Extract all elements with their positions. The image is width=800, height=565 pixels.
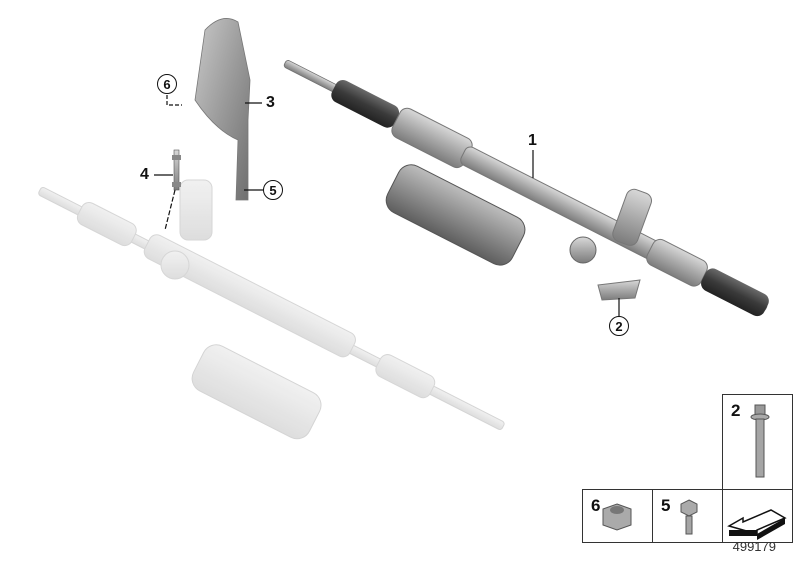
hex-bolt-icon xyxy=(680,499,698,535)
callout-6[interactable]: 6 xyxy=(157,74,177,94)
callout-5[interactable]: 5 xyxy=(263,180,283,200)
legend-label: 5 xyxy=(661,496,671,515)
callout-1[interactable]: 1 xyxy=(528,132,537,149)
steering-gear-artwork xyxy=(283,60,769,317)
legend-cell-bolt-2[interactable]: 2 xyxy=(722,394,793,490)
legend-cell-nut-6[interactable]: 6 xyxy=(582,489,653,543)
heat-shield-artwork xyxy=(194,18,251,201)
legend-cell-bolt-5[interactable]: 5 xyxy=(652,489,723,543)
ghost-steering-rack xyxy=(38,179,505,440)
callout-2[interactable]: 2 xyxy=(609,316,629,336)
hex-nut-icon xyxy=(602,503,632,531)
leader-lines xyxy=(154,95,620,318)
bolt-icon xyxy=(750,404,770,478)
legend-label: 6 xyxy=(591,496,601,515)
callout-4[interactable]: 4 xyxy=(140,166,149,183)
legend-cell-arrow xyxy=(722,489,793,543)
diagram-reference-number: 499179 xyxy=(732,539,776,554)
direction-arrow-icon xyxy=(727,509,787,540)
legend-label: 2 xyxy=(731,401,741,420)
stud-bolt-artwork xyxy=(172,149,181,191)
callout-3[interactable]: 3 xyxy=(266,94,275,111)
